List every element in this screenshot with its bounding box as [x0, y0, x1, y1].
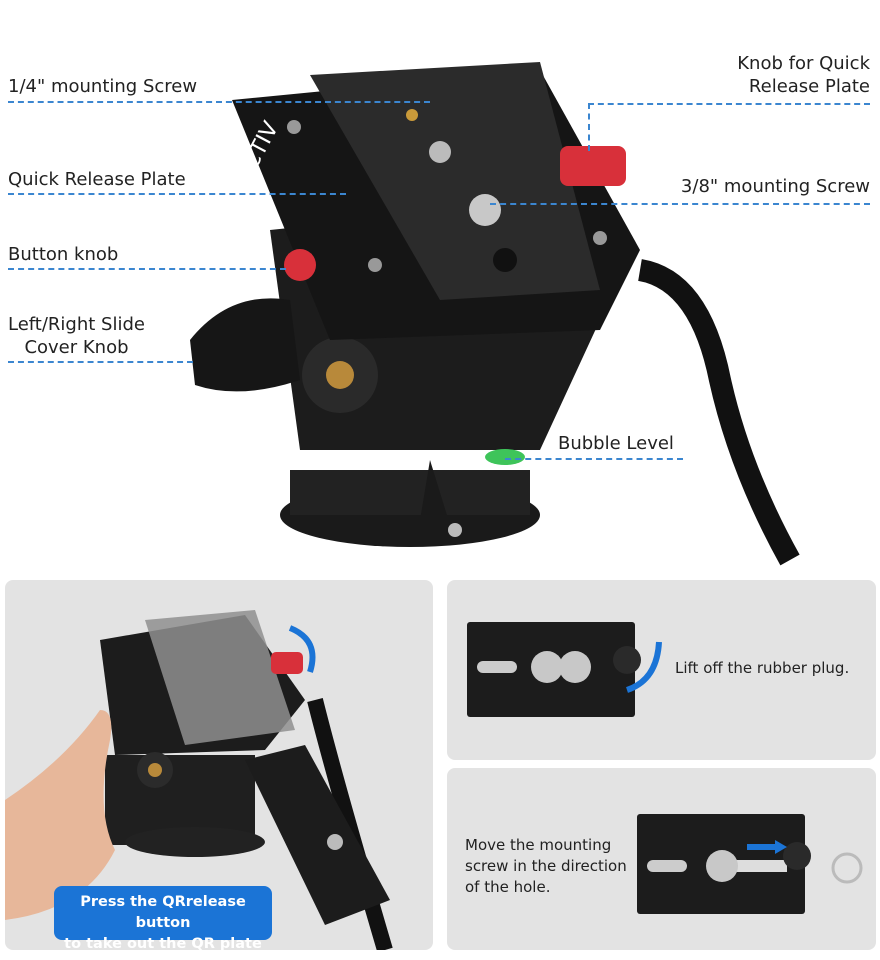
- plate-screw-illustration: [637, 814, 863, 914]
- move-screw-line2: screw in the direction: [465, 857, 627, 875]
- callout-slide-knob-line1: Left/Right Slide: [8, 314, 145, 335]
- callout-qr-plate: Quick Release Plate: [8, 169, 186, 190]
- callout-line: [588, 103, 870, 105]
- move-screw-line3: of the hole.: [465, 878, 551, 896]
- callout-qr-knob-line2: Release Plate: [748, 76, 870, 97]
- callout-line: [8, 268, 286, 270]
- callout-three-eighth-screw: 3/8" mounting Screw: [680, 176, 870, 197]
- press-badge-line2: to take out the QR plate: [64, 936, 262, 952]
- callout-line: [8, 193, 346, 195]
- fluid-head-illustration: VICTIV: [190, 62, 800, 566]
- callout-slide-knob-line2: Cover Knob: [24, 337, 129, 358]
- panel-lift-plug: Lift off the rubber plug.: [447, 580, 876, 760]
- callout-slide-knob: Left/Right Slide Cover Knob: [8, 313, 145, 359]
- callout-line: [490, 203, 870, 205]
- callout-button-knob: Button knob: [8, 244, 119, 265]
- panel-move-screw: Move the mounting screw in the direction…: [447, 768, 876, 950]
- callout-quarter-screw: 1/4" mounting Screw: [8, 76, 198, 97]
- callout-line: [505, 458, 683, 460]
- qr-removal-illustration: [5, 610, 393, 950]
- callout-qr-knob-line1: Knob for Quick: [737, 53, 870, 74]
- button-knob-red: [284, 249, 316, 281]
- callout-bubble-level: Bubble Level: [558, 433, 674, 454]
- move-screw-line1: Move the mounting: [465, 836, 612, 854]
- callout-line: [8, 361, 193, 363]
- callout-line: [588, 103, 590, 151]
- qr-knob-red: [560, 146, 626, 186]
- lift-plug-text: Lift off the rubber plug.: [675, 659, 850, 677]
- callout-qr-knob: Knob for Quick Release Plate: [737, 52, 870, 98]
- press-badge-line1: Press the QRrelease button: [80, 894, 246, 931]
- move-screw-text: Move the mounting screw in the direction…: [465, 835, 627, 898]
- press-release-badge: Press the QRrelease button to take out t…: [54, 886, 272, 952]
- plate-plug-illustration: [467, 622, 662, 717]
- callout-line: [8, 101, 430, 103]
